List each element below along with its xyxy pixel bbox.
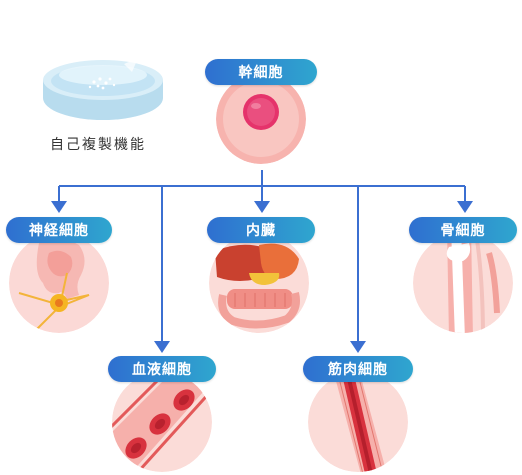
blood-cell-illustration: [112, 372, 212, 472]
muscle-cell-illustration: [308, 372, 408, 472]
self-renewal-label: 自己複製機能: [50, 137, 146, 153]
nerve-cell-illustration: [9, 233, 109, 333]
bone-cell-label: 骨細胞: [409, 217, 517, 243]
internal-organs-illustration: [209, 233, 309, 333]
bone-cell-illustration: [413, 233, 513, 333]
nerve-cell-label: 神経細胞: [6, 217, 112, 243]
stem-cell-illustration: [216, 74, 306, 164]
internal-organs-label: 内臓: [207, 217, 315, 243]
stem-cell-label: 幹細胞: [205, 59, 317, 85]
blood-cell-label: 血液細胞: [108, 356, 216, 382]
petri-dish-icon: [43, 58, 163, 120]
muscle-cell-label: 筋肉細胞: [303, 356, 413, 382]
